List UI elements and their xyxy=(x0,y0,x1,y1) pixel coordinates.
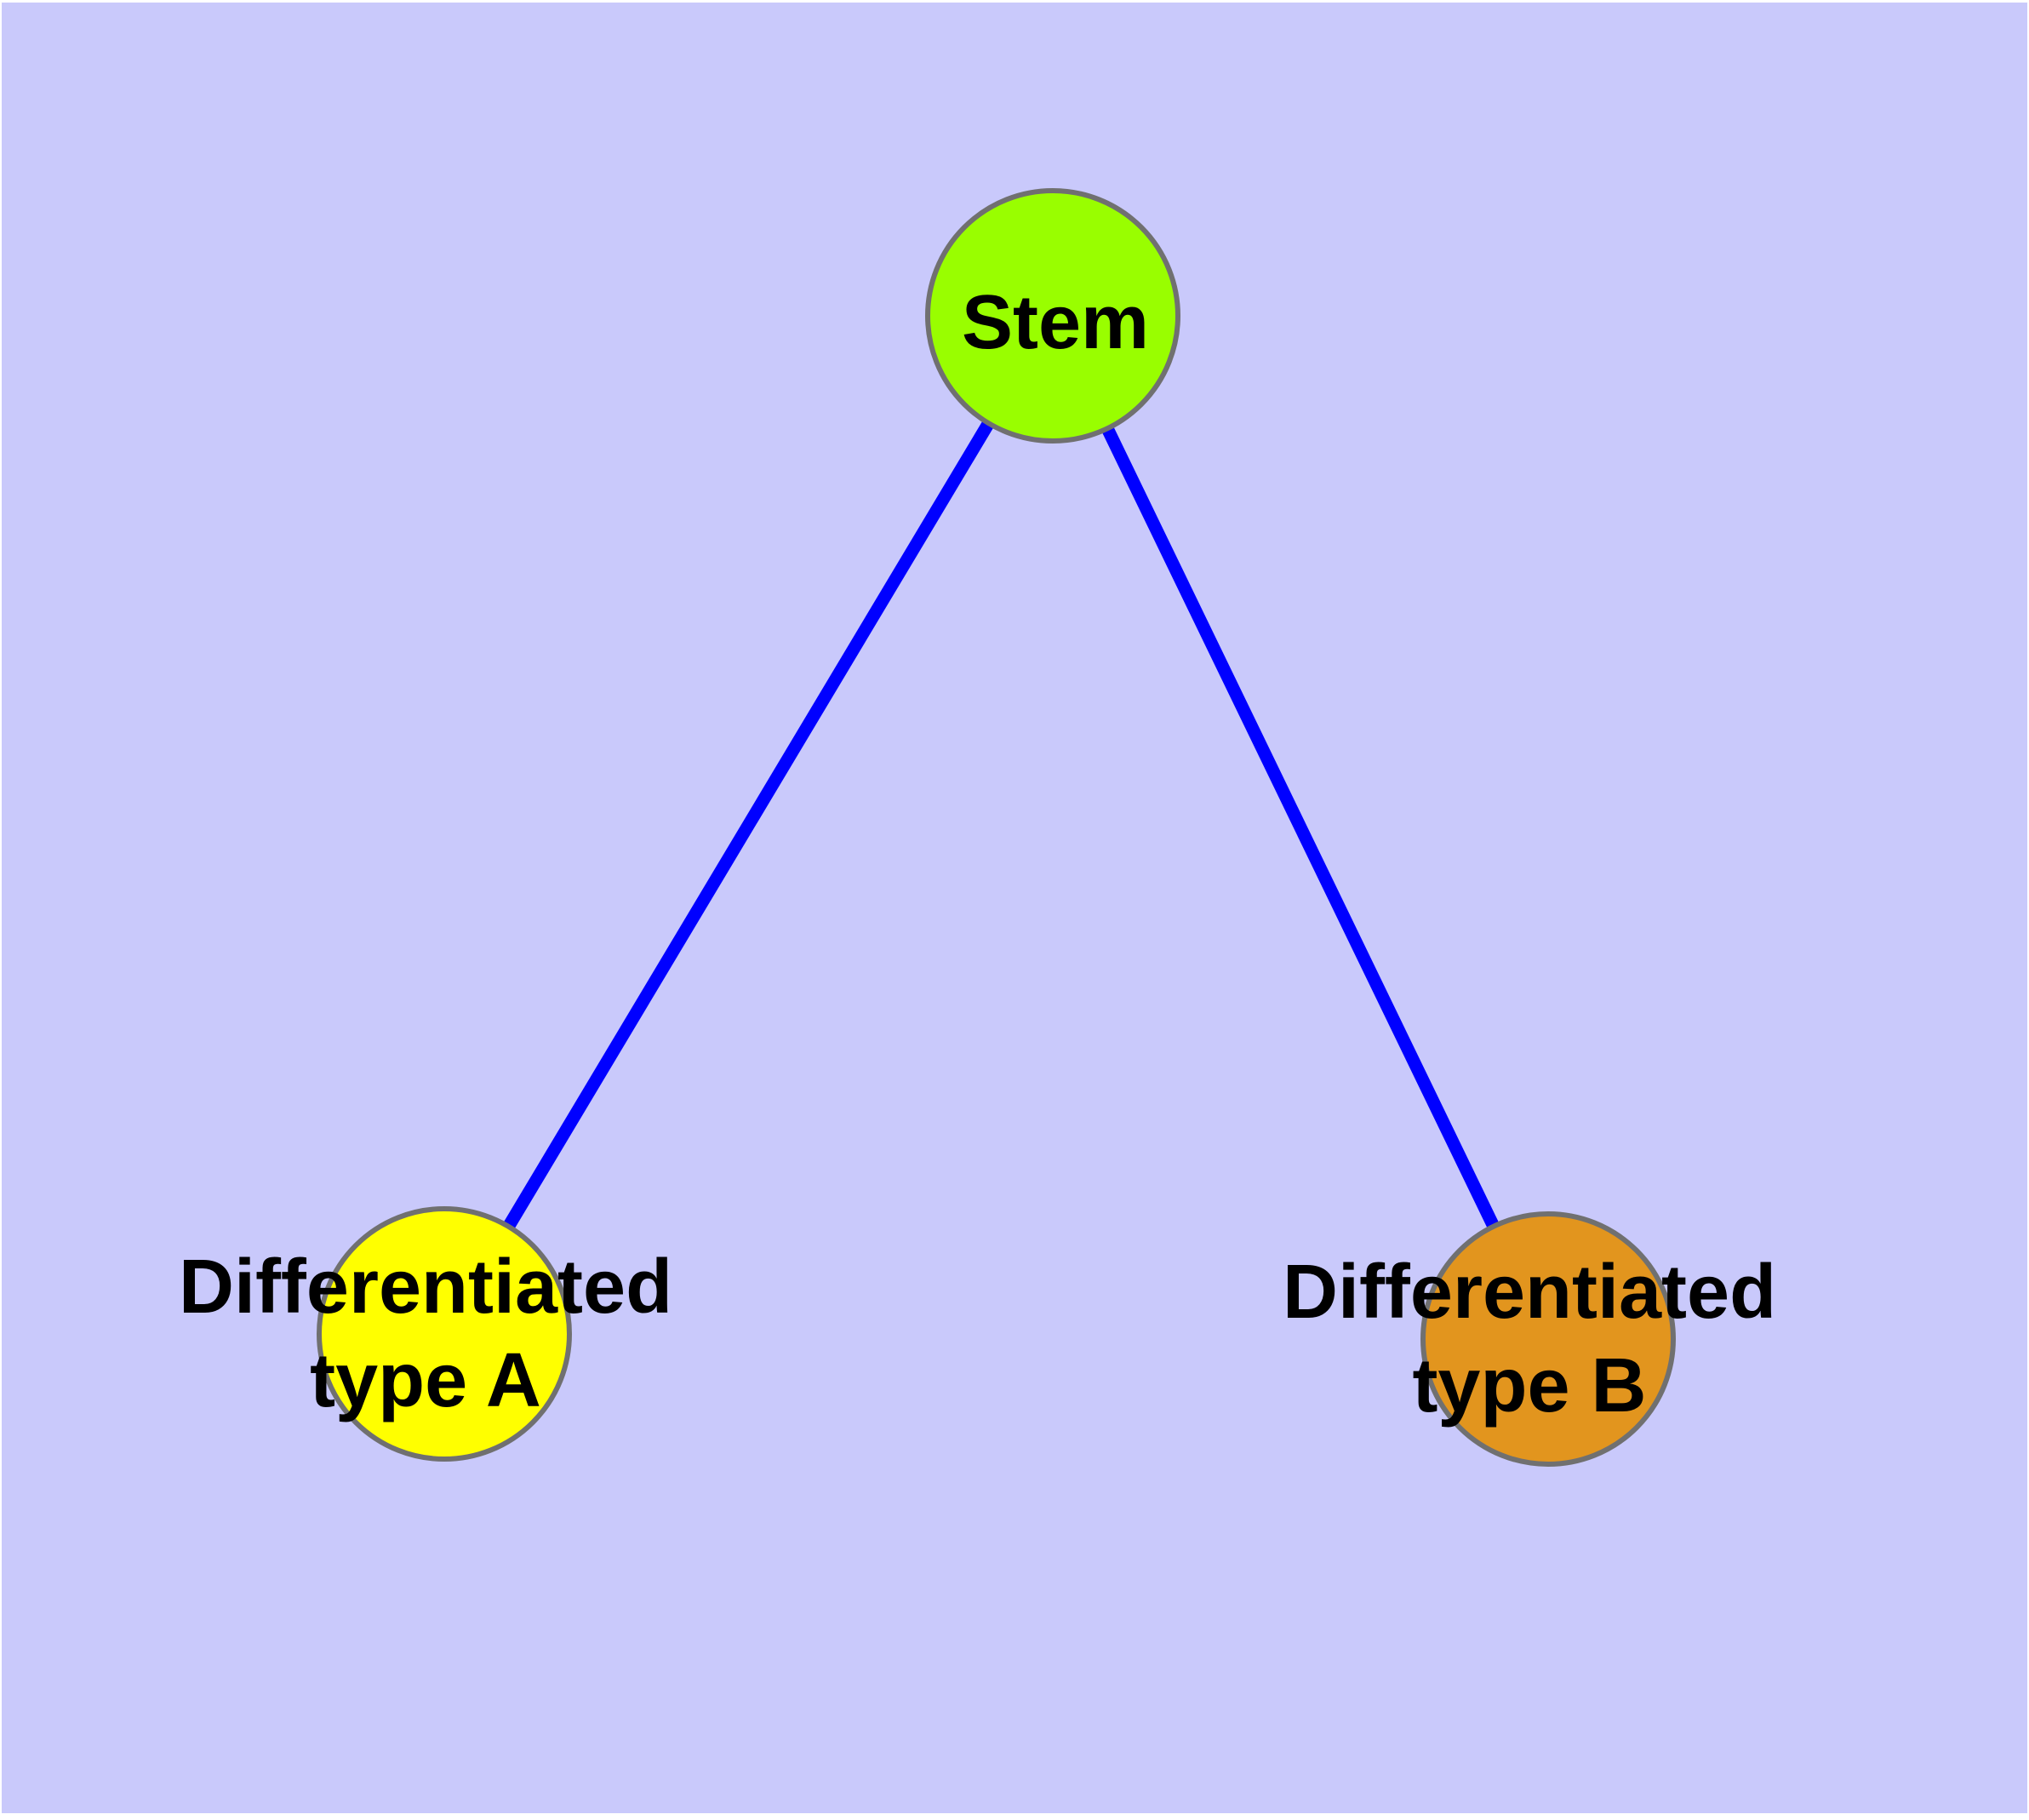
node-differentiated-type-a-label: Differentiated type A xyxy=(179,1240,672,1428)
label-line: Differentiated xyxy=(178,1245,673,1330)
label-line: type B xyxy=(1412,1343,1647,1428)
node-stem-label: Stem xyxy=(962,276,1149,369)
node-stem[interactable] xyxy=(925,188,1180,444)
label-line: Differentiated xyxy=(1282,1250,1777,1335)
label-line: Stem xyxy=(961,280,1150,365)
node-differentiated-type-b-label: Differentiated type B xyxy=(1283,1245,1776,1433)
edge-stem-to-type-a xyxy=(438,312,1059,1337)
node-differentiated-type-a[interactable] xyxy=(317,1206,572,1462)
node-differentiated-type-b[interactable] xyxy=(1420,1211,1676,1467)
edge-stem-to-type-b xyxy=(1047,312,1554,1342)
label-line: type A xyxy=(310,1338,541,1423)
